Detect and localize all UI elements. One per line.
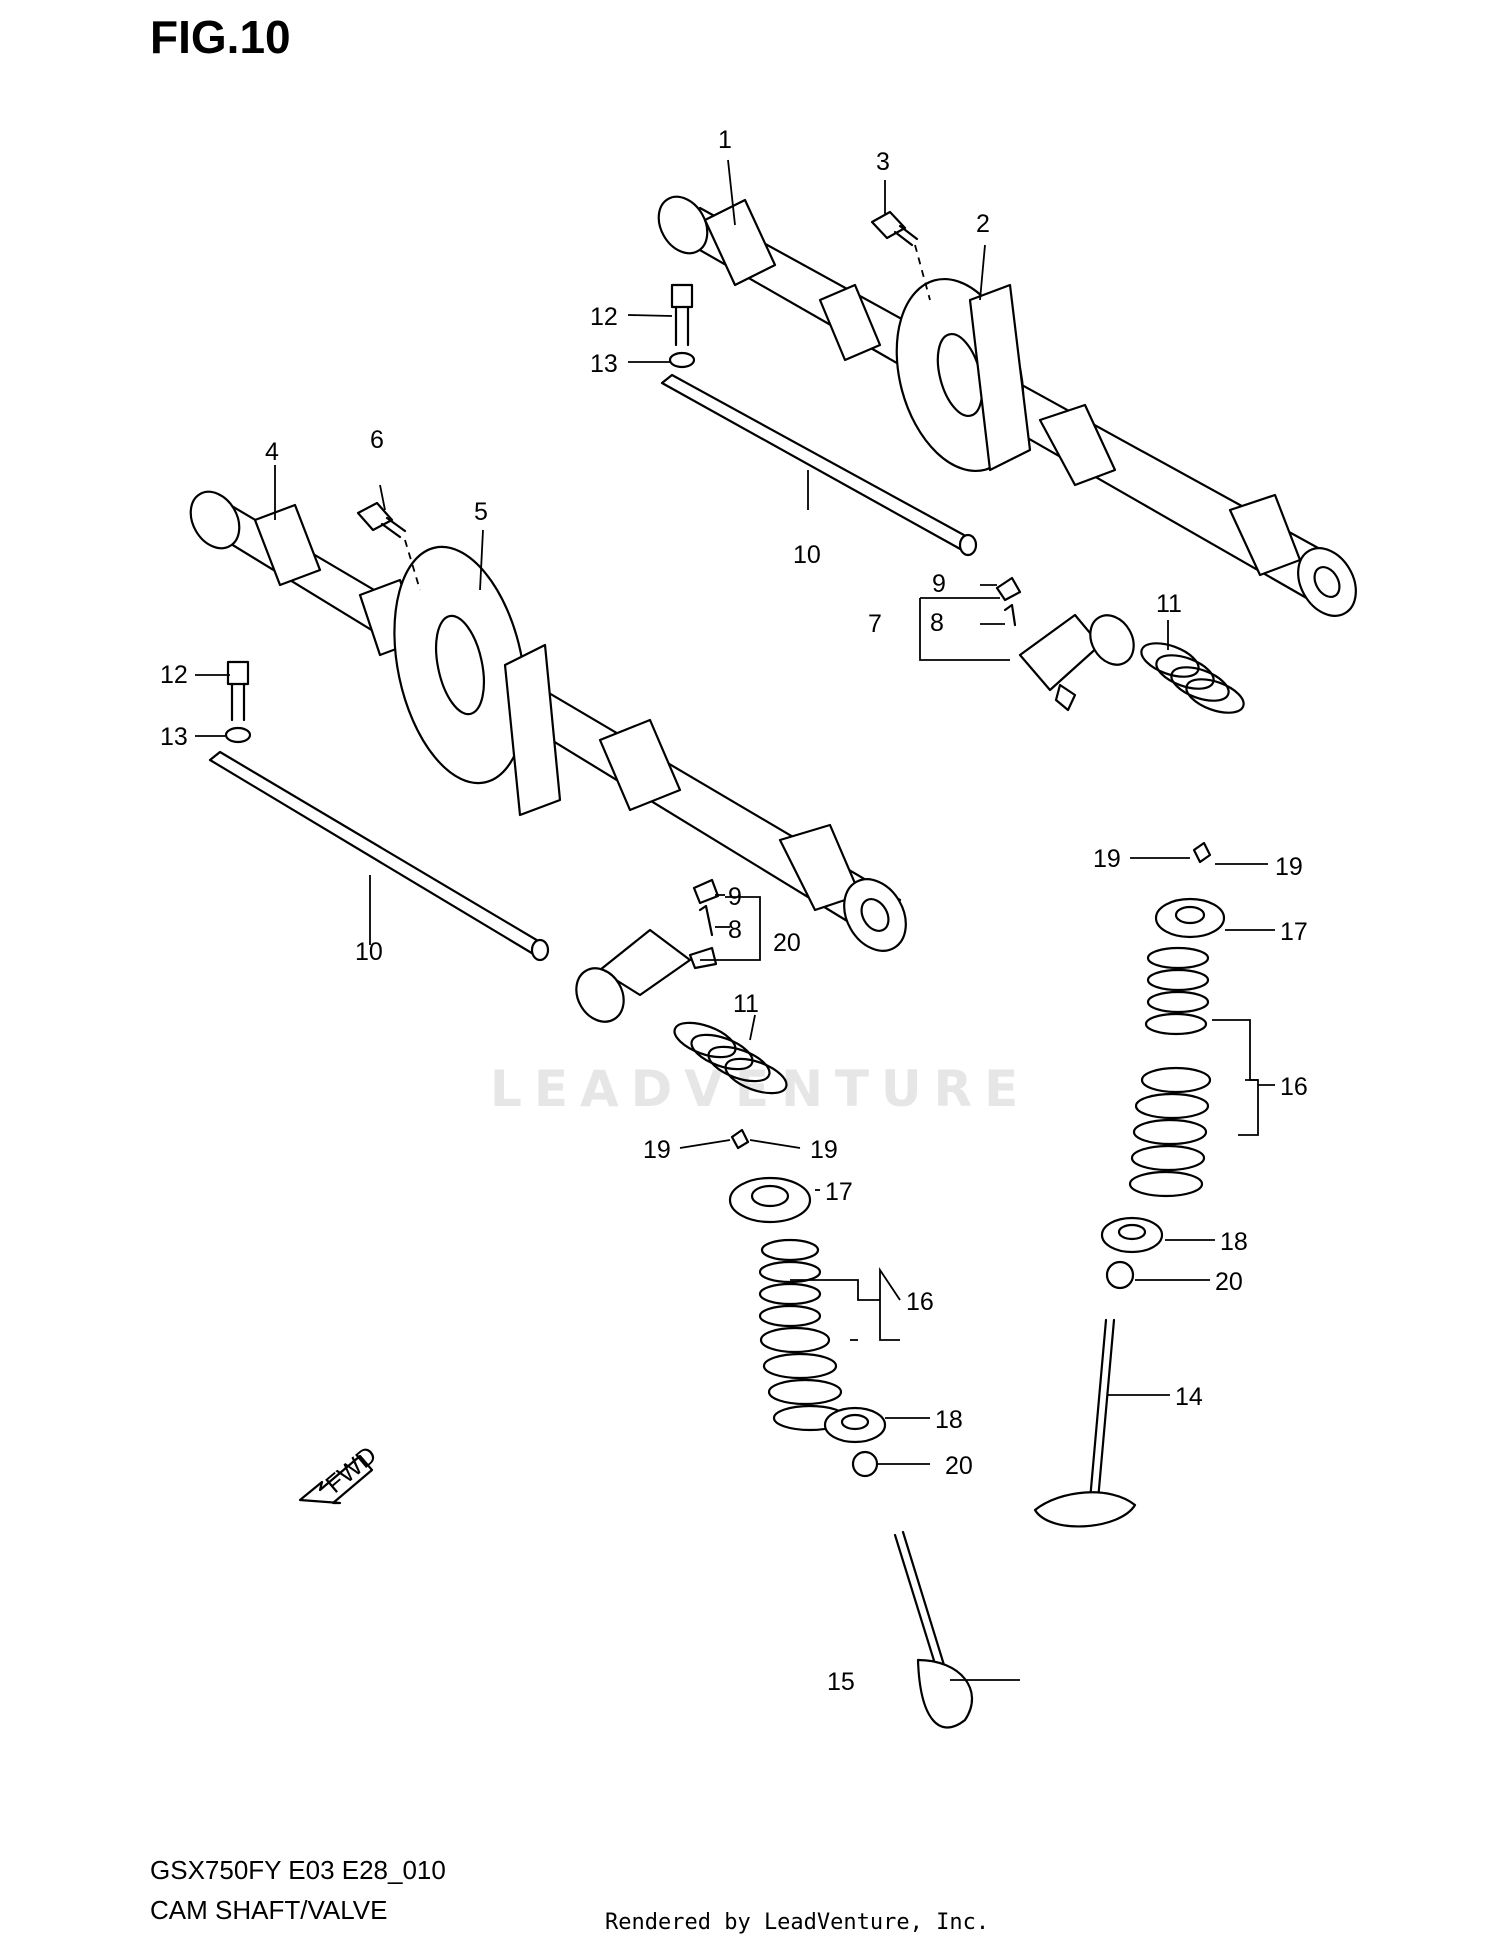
callout-1: 1 <box>718 126 732 154</box>
callout-11-lower: 11 <box>733 990 759 1018</box>
callout-17-right: 17 <box>1280 918 1308 946</box>
model-code: GSX750FY E03 E28_010 <box>150 1855 446 1885</box>
rocker-shaft-lower <box>208 750 550 962</box>
watermark: LEADVENTURE <box>490 1060 1031 1118</box>
sprocket-bolt-upper <box>870 210 931 301</box>
rocker-arm-upper <box>995 576 1135 712</box>
callout-10-upper: 10 <box>793 541 821 569</box>
callout-6: 6 <box>370 426 384 454</box>
callout-19-right-left: 19 <box>1093 845 1121 873</box>
callout-16-lower: 16 <box>906 1288 934 1316</box>
callout-20-right: 20 <box>1215 1268 1243 1296</box>
callout-5: 5 <box>474 498 488 526</box>
callout-13-lower: 13 <box>160 723 188 751</box>
bolt-12-upper <box>668 283 696 369</box>
cam-sprocket-upper <box>895 277 1032 473</box>
callout-16-right: 16 <box>1280 1073 1308 1101</box>
figure-title: FIG.10 <box>150 11 291 63</box>
callout-labels: 1 2 3 4 5 6 7 8 9 10 11 12 13 12 13 10 9… <box>160 126 1308 1696</box>
cam-sprocket-lower <box>393 545 562 817</box>
valve-stack-right <box>1033 841 1226 1528</box>
callout-19-lower-right: 19 <box>810 1136 838 1164</box>
fwd-arrow: FWD <box>298 1441 382 1505</box>
valve-stack-lower <box>728 1128 973 1729</box>
callout-8-upper: 8 <box>930 609 944 637</box>
callout-20-rocker: 20 <box>773 929 801 957</box>
leader-lines <box>195 159 1275 1681</box>
callout-8-lower: 8 <box>728 916 742 944</box>
spring-11-upper <box>1140 642 1245 714</box>
callout-9-lower: 9 <box>728 883 742 911</box>
callout-9-upper: 9 <box>932 570 946 598</box>
callout-11-upper: 11 <box>1156 590 1182 618</box>
callout-14: 14 <box>1175 1383 1203 1411</box>
callout-10-lower: 10 <box>355 938 383 966</box>
callout-18-lower: 18 <box>935 1406 963 1434</box>
bolt-12-lower <box>224 660 252 744</box>
callout-12-upper: 12 <box>590 303 618 331</box>
callout-15: 15 <box>827 1668 855 1696</box>
section-name: CAM SHAFT/VALVE <box>150 1895 388 1925</box>
callout-7: 7 <box>868 610 882 638</box>
sprocket-bolt-lower <box>356 501 421 591</box>
callout-19-lower-left: 19 <box>643 1136 671 1164</box>
callout-18-right: 18 <box>1220 1228 1248 1256</box>
callout-2: 2 <box>976 210 990 238</box>
rocker-arm-lower <box>575 878 720 1023</box>
callout-4: 4 <box>265 438 279 466</box>
callout-12-lower: 12 <box>160 661 188 689</box>
callout-3: 3 <box>876 148 890 176</box>
spring-11-lower <box>673 1021 788 1095</box>
rendered-by: Rendered by LeadVenture, Inc. <box>605 1910 990 1935</box>
rocker-shaft-upper <box>660 373 978 557</box>
callout-20-lower: 20 <box>945 1452 973 1480</box>
callout-19-right-right: 19 <box>1275 853 1303 881</box>
callout-17-lower: 17 <box>825 1178 853 1206</box>
callout-13-upper: 13 <box>590 350 618 378</box>
